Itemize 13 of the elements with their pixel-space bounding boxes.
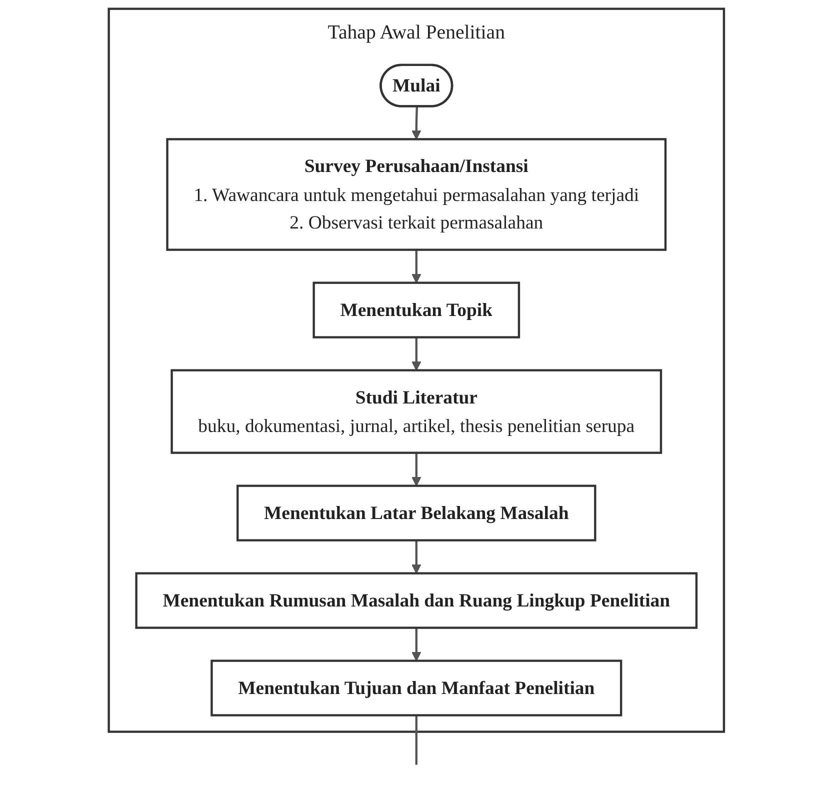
- arrow: [412, 250, 422, 284]
- arrow: [412, 540, 422, 574]
- node-box: Menentukan Topik: [312, 282, 520, 338]
- node-box: Survey Perusahaan/Instansi 1. Wawancara untuk mengetahui permasalahan yang terjadi 2. Observasi terkait permasalahan: [166, 138, 667, 251]
- arrow: [412, 106, 422, 140]
- connector: [415, 715, 418, 765]
- node-box: Menentukan Latar Belakang Masalah: [236, 484, 596, 542]
- node-box: Studi Literatur buku, dokumentasi, jurnal, artikel, thesis penelitian serupa: [170, 369, 662, 454]
- node-box: Menentukan Rumusan Masalah dan Ruang Lingkup Penelitian: [135, 572, 698, 629]
- arrow: [412, 628, 422, 662]
- node-box: Menentukan Tujuan dan Manfaat Penelitian: [210, 660, 622, 716]
- arrow: [412, 452, 422, 486]
- arrow: [412, 337, 422, 371]
